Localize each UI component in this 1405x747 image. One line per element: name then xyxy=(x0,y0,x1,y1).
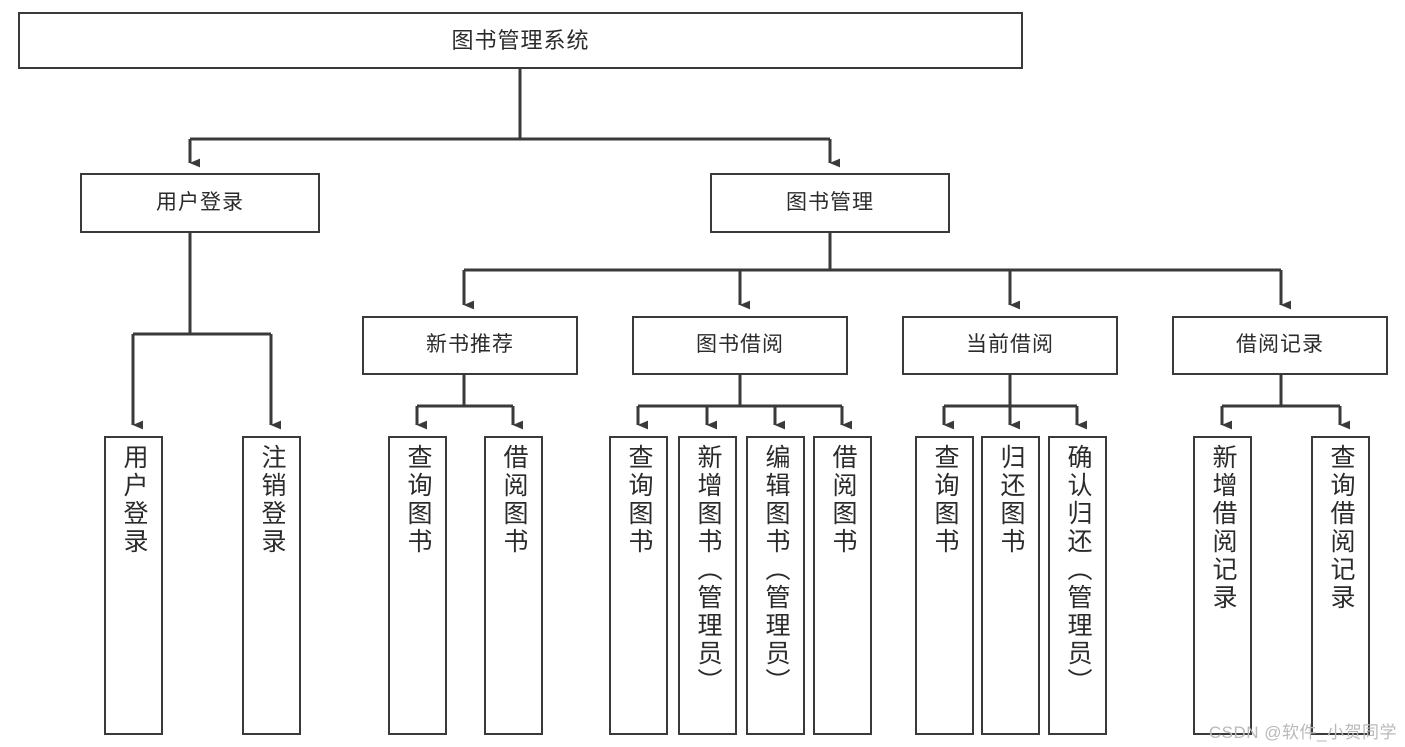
node-label: 归还图书 xyxy=(997,444,1025,556)
node-label: 用户登录 xyxy=(156,190,244,214)
leaf-new-book-borrow[interactable]: 借阅图书 xyxy=(484,436,543,735)
node-label: 借阅图书 xyxy=(500,444,528,556)
leaf-user-login-login[interactable]: 用户登录 xyxy=(104,436,163,735)
node-label: 图书管理系统 xyxy=(451,27,590,53)
node-label: 查询图书 xyxy=(404,444,432,556)
leaf-book-borrow-query[interactable]: 查询图书 xyxy=(609,436,668,735)
node-label: 图书借阅 xyxy=(696,333,784,357)
node-label: 查询图书 xyxy=(625,444,653,556)
node-label: 编辑图书（管理员） xyxy=(762,444,790,696)
node-label: 借阅图书 xyxy=(829,444,857,556)
node-label: 当前借阅 xyxy=(966,333,1054,357)
node-root-system[interactable]: 图书管理系统 xyxy=(18,12,1023,69)
leaf-book-borrow-borrow[interactable]: 借阅图书 xyxy=(813,436,872,735)
node-label: 注销登录 xyxy=(258,444,286,556)
leaf-book-borrow-add[interactable]: 新增图书（管理员） xyxy=(678,436,737,735)
node-label: 查询图书 xyxy=(931,444,959,556)
node-borrow-record[interactable]: 借阅记录 xyxy=(1172,316,1388,375)
node-user-login[interactable]: 用户登录 xyxy=(80,173,320,233)
node-label: 图书管理 xyxy=(786,190,874,214)
leaf-current-borrow-confirm-return[interactable]: 确认归还（管理员） xyxy=(1048,436,1107,735)
node-label: 查询借阅记录 xyxy=(1327,444,1355,612)
node-label: 用户登录 xyxy=(120,444,148,556)
node-label: 新增图书（管理员） xyxy=(694,444,722,696)
leaf-current-borrow-return[interactable]: 归还图书 xyxy=(981,436,1040,735)
leaf-new-book-query[interactable]: 查询图书 xyxy=(388,436,447,735)
node-label: 新书推荐 xyxy=(426,333,514,357)
leaf-borrow-record-add[interactable]: 新增借阅记录 xyxy=(1193,436,1252,735)
leaf-book-borrow-edit[interactable]: 编辑图书（管理员） xyxy=(746,436,805,735)
node-label: 确认归还（管理员） xyxy=(1064,444,1092,696)
leaf-user-login-logout[interactable]: 注销登录 xyxy=(242,436,301,735)
csdn-watermark: CSDN @软件_小贺同学 xyxy=(1208,723,1397,742)
leaf-borrow-record-query[interactable]: 查询借阅记录 xyxy=(1311,436,1370,735)
node-label: 借阅记录 xyxy=(1236,333,1324,357)
node-current-borrow[interactable]: 当前借阅 xyxy=(902,316,1118,375)
node-book-borrow[interactable]: 图书借阅 xyxy=(632,316,848,375)
leaf-current-borrow-query[interactable]: 查询图书 xyxy=(915,436,974,735)
node-new-book-recommend[interactable]: 新书推荐 xyxy=(362,316,578,375)
node-book-management[interactable]: 图书管理 xyxy=(710,173,950,233)
node-label: 新增借阅记录 xyxy=(1209,444,1237,612)
